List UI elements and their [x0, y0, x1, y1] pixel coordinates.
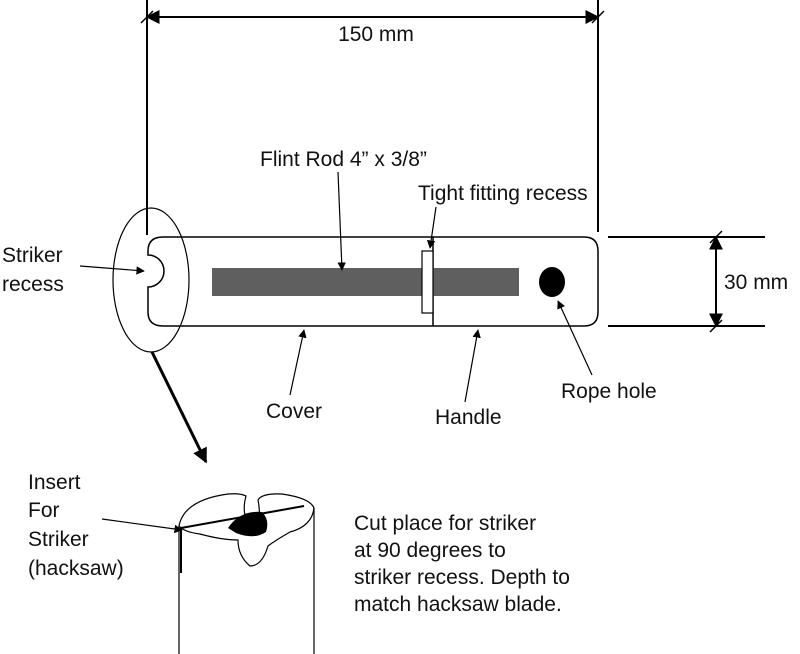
cut-note-line3: striker recess. Depth to	[354, 566, 570, 589]
rope-hole-callout: Rope hole	[557, 300, 657, 403]
rope-hole	[539, 267, 565, 297]
insert-label-line3: Striker	[28, 528, 89, 551]
cover-label: Cover	[266, 400, 322, 423]
striker-recess-callout: Striker recess	[2, 244, 145, 296]
insert-label-line2: For	[28, 499, 60, 522]
length-dimension-label: 150 mm	[338, 23, 414, 46]
handle-label: Handle	[435, 406, 502, 429]
handle-callout: Handle	[435, 329, 502, 429]
flint-rod-label: Flint Rod 4” x 3/8”	[260, 148, 427, 171]
insert-callout: Insert For Striker (hacksaw)	[28, 471, 183, 580]
cut-note: Cut place for striker at 90 degrees to s…	[354, 512, 570, 616]
cut-note-line2: at 90 degrees to	[354, 539, 506, 562]
cut-note-line1: Cut place for striker	[354, 512, 536, 535]
handle-body	[147, 236, 599, 327]
width-dimension: 30 mm	[608, 230, 788, 333]
insert-label-line4: (hacksaw)	[28, 557, 124, 580]
length-dimension: 150 mm	[140, 0, 605, 235]
cover-callout: Cover	[266, 329, 322, 423]
tight-fitting-recess	[421, 250, 434, 314]
insert-label-line1: Insert	[28, 471, 81, 494]
rope-hole-label: Rope hole	[561, 380, 657, 403]
flint-rod-callout: Flint Rod 4” x 3/8”	[260, 148, 427, 271]
cut-note-line4: match hacksaw blade.	[354, 593, 562, 616]
striker-detail-ellipse	[112, 207, 190, 353]
striker-recess-label-line2: recess	[2, 273, 64, 296]
tight-recess-callout: Tight fitting recess	[418, 182, 588, 249]
detail-arrow	[150, 351, 208, 464]
tight-recess-label: Tight fitting recess	[418, 182, 588, 205]
width-dimension-label: 30 mm	[724, 271, 788, 294]
flint-rod	[212, 268, 519, 296]
striker-insert-detail	[178, 493, 315, 654]
striker-recess-label-line1: Striker	[2, 244, 63, 267]
